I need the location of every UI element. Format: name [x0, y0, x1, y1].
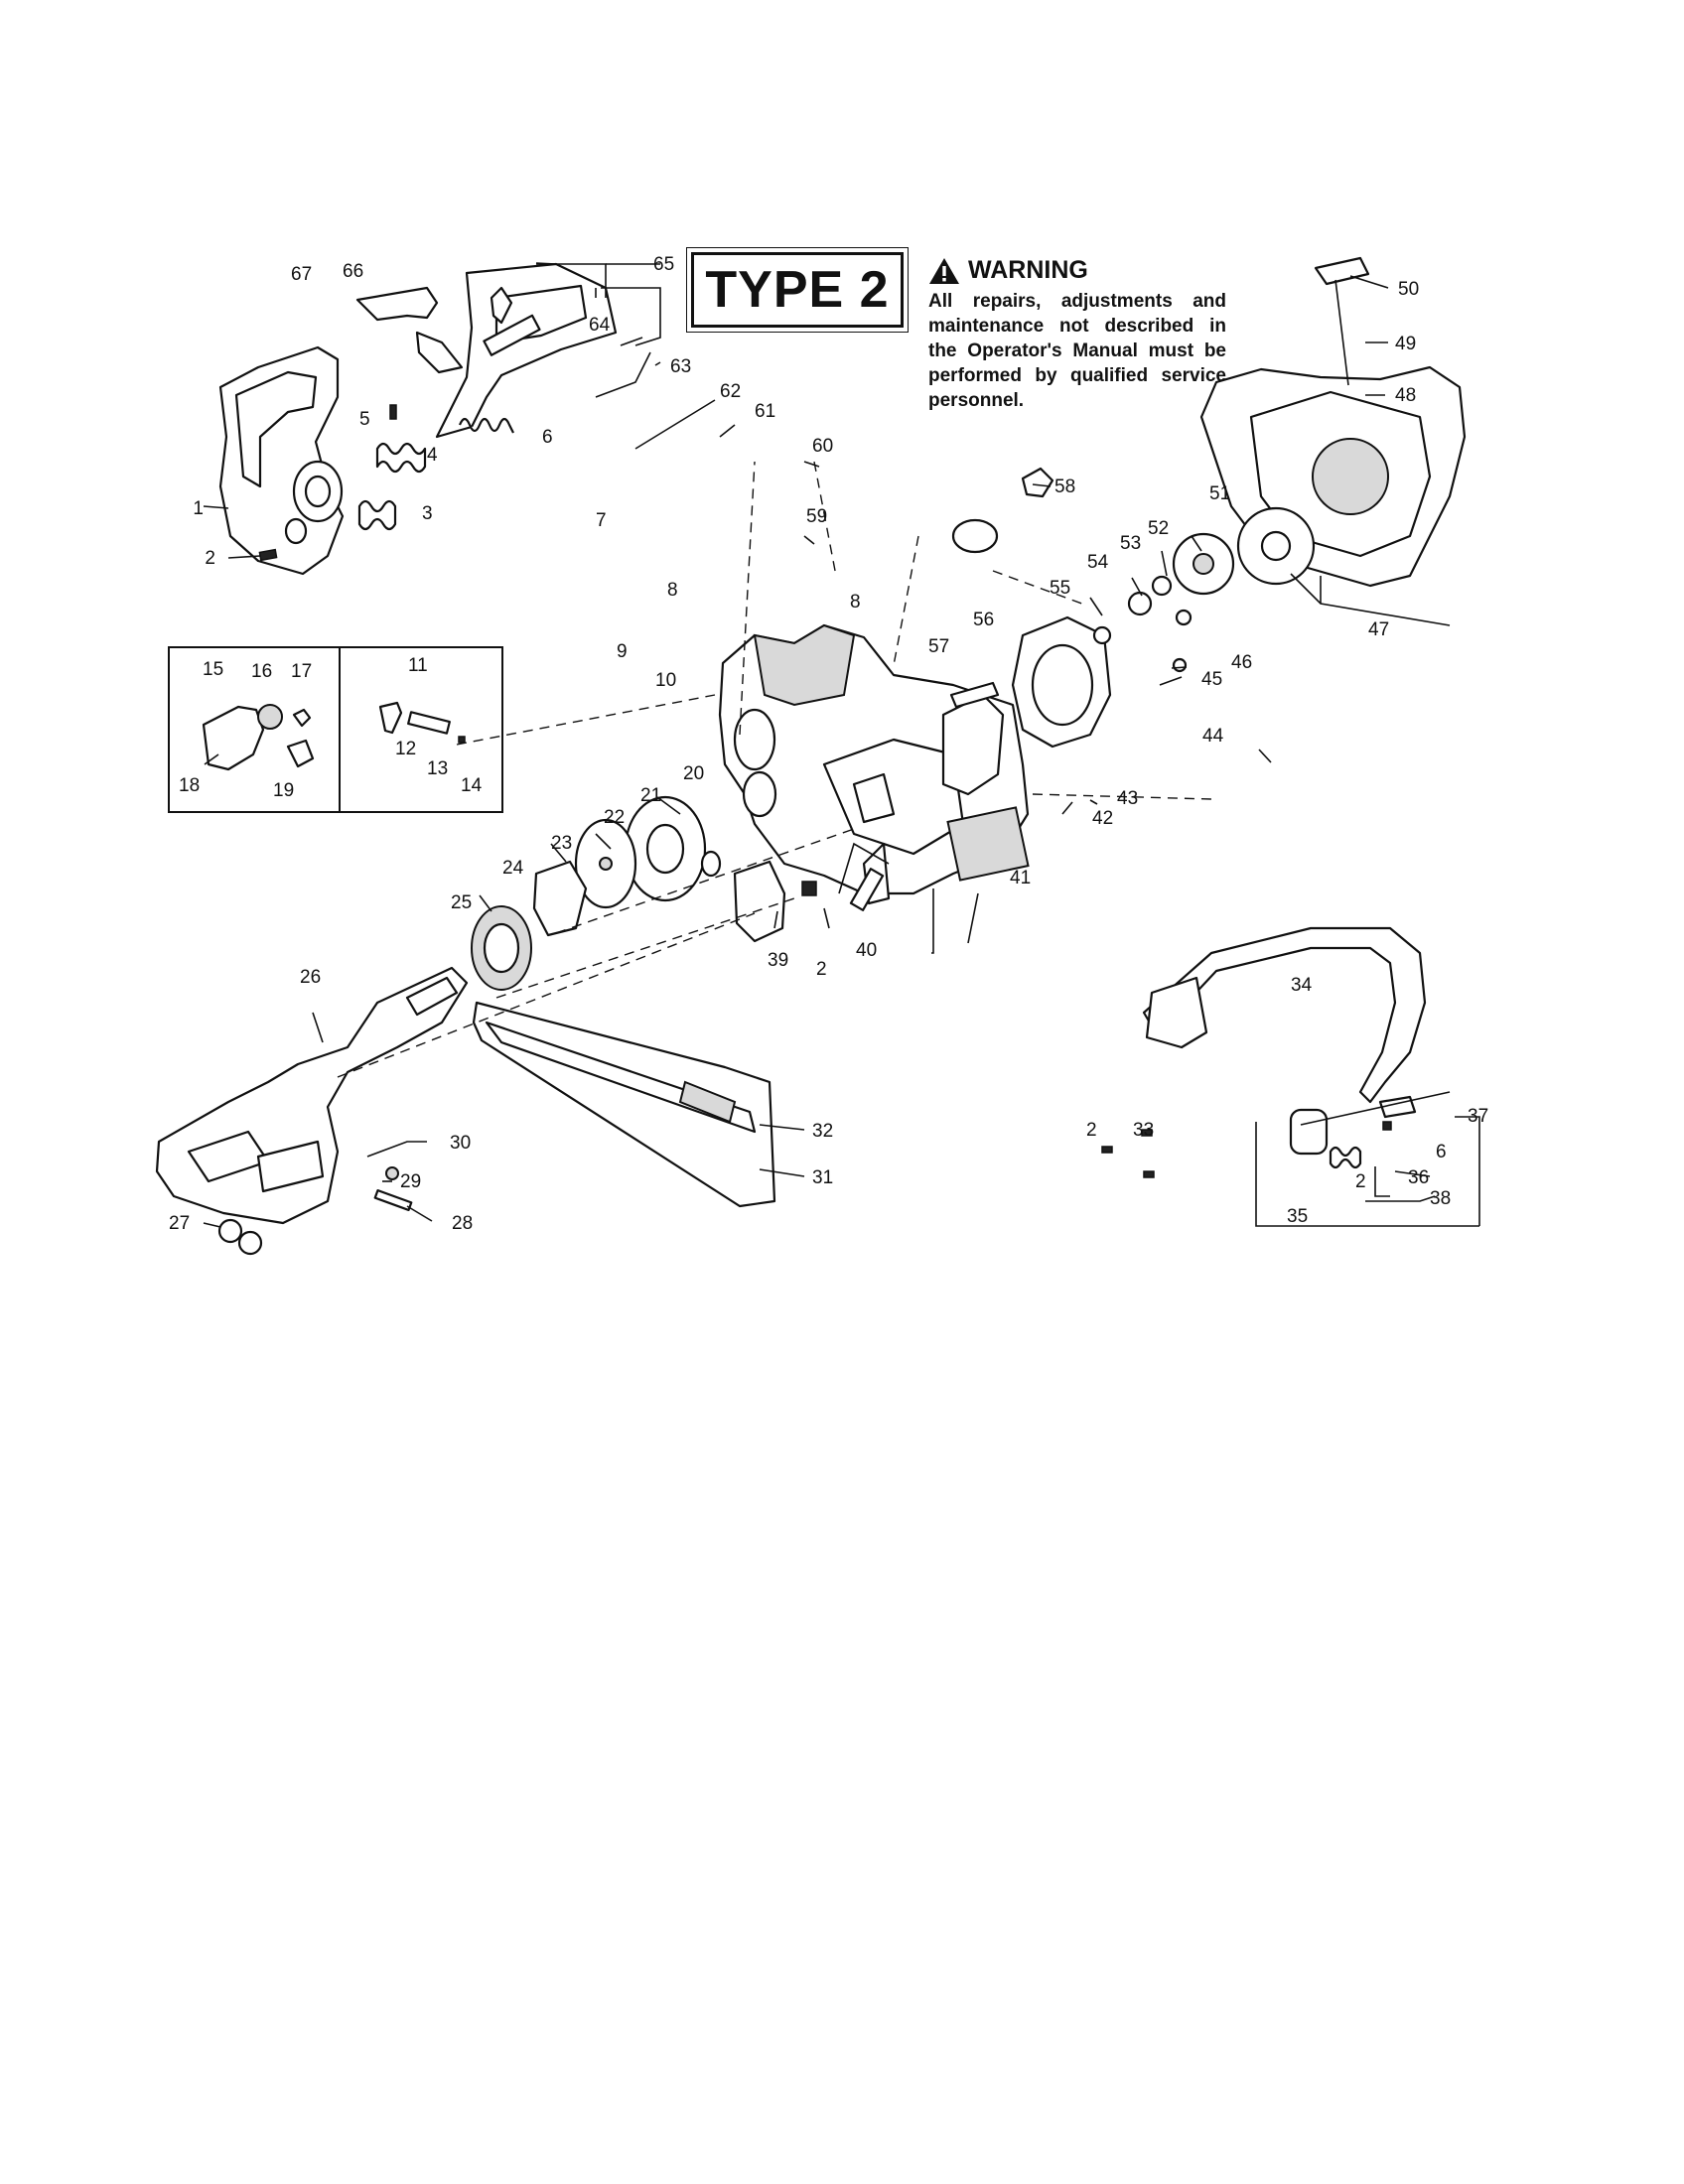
callout-64: 64 [589, 315, 611, 336]
callout-8b: 8 [850, 592, 861, 613]
callout-55: 55 [1050, 578, 1070, 599]
callout-17: 17 [291, 661, 312, 682]
crankcase-assembly [718, 623, 1030, 905]
callout-2: 2 [205, 548, 215, 569]
callout-24: 24 [502, 858, 524, 879]
callout-5: 5 [359, 409, 370, 430]
vibration-springs [258, 404, 514, 562]
front-handle-bar [1101, 926, 1479, 1227]
callout-60: 60 [812, 436, 833, 457]
callout-10: 10 [655, 670, 676, 691]
assembly-guide-lines [337, 461, 1212, 1078]
flywheel-assembly [949, 256, 1467, 749]
callout-2b: 2 [816, 959, 827, 980]
callout-19: 19 [273, 780, 294, 801]
callout-35: 35 [1287, 1206, 1308, 1227]
warning-title: WARNING [968, 256, 1088, 284]
callout-38: 38 [1430, 1188, 1451, 1209]
callout-62: 62 [720, 381, 741, 402]
callout-41: 41 [1010, 868, 1031, 888]
callout-52: 52 [1148, 518, 1169, 539]
callout-46: 46 [1231, 652, 1252, 673]
callout-67: 67 [291, 264, 312, 285]
callout-15: 15 [203, 659, 223, 680]
callout-30: 30 [450, 1133, 471, 1154]
callout-18: 18 [179, 775, 200, 796]
callout-27: 27 [169, 1213, 190, 1234]
callout-labels: 1 2 3 4 5 6 7 8 8 9 10 11 12 13 14 15 16… [169, 254, 1488, 1234]
warning-text: All repairs, adjustments and maintenance… [928, 291, 1226, 411]
callout-7: 7 [596, 510, 607, 531]
callout-25: 25 [451, 892, 472, 913]
callout-36: 36 [1408, 1167, 1429, 1188]
callout-39: 39 [768, 950, 788, 971]
callout-33: 33 [1133, 1120, 1154, 1141]
callout-32: 32 [812, 1121, 833, 1142]
callout-22: 22 [604, 807, 625, 828]
callout-44: 44 [1202, 726, 1224, 747]
callout-37: 37 [1468, 1106, 1488, 1127]
warning-triangle-icon [929, 257, 959, 284]
callout-50: 50 [1398, 279, 1419, 300]
callout-leaders [203, 262, 1480, 1228]
callout-2c: 2 [1086, 1120, 1097, 1141]
callout-40: 40 [856, 940, 877, 961]
callout-11: 11 [408, 655, 428, 676]
callout-12: 12 [395, 739, 416, 759]
callout-3: 3 [422, 503, 433, 524]
callout-66: 66 [343, 261, 363, 282]
callout-21: 21 [640, 785, 661, 806]
callout-20: 20 [683, 763, 704, 784]
callout-48: 48 [1395, 385, 1416, 406]
callout-65: 65 [653, 254, 674, 275]
callout-4: 4 [427, 445, 438, 466]
callout-61: 61 [755, 401, 775, 422]
warning-header: WARNING [928, 256, 1226, 285]
callout-63: 63 [670, 356, 691, 377]
callout-51: 51 [1209, 483, 1230, 504]
callout-6: 6 [542, 427, 553, 448]
rear-handle-assembly [355, 262, 618, 439]
callout-57: 57 [928, 636, 949, 657]
callout-31: 31 [812, 1167, 833, 1188]
callout-28: 28 [452, 1213, 473, 1234]
callout-59: 59 [806, 506, 827, 527]
callout-9: 9 [617, 641, 628, 662]
callout-56: 56 [973, 610, 994, 630]
callout-29: 29 [400, 1171, 421, 1192]
callout-1: 1 [193, 498, 204, 519]
front-handle-housing [218, 345, 345, 576]
callout-42: 42 [1092, 808, 1113, 829]
callout-26: 26 [300, 967, 321, 988]
callout-49: 49 [1395, 334, 1416, 354]
callout-2d: 2 [1355, 1171, 1366, 1192]
callout-16: 16 [251, 661, 272, 682]
inset-panels [168, 646, 503, 813]
warning-notice: WARNING All repairs, adjustments and mai… [928, 256, 1226, 413]
callout-53: 53 [1120, 533, 1141, 554]
clutch-cover-and-bar [155, 966, 776, 1256]
callout-47: 47 [1368, 619, 1389, 640]
callout-34: 34 [1291, 975, 1313, 996]
callout-43: 43 [1117, 788, 1138, 809]
type-label: TYPE 2 [686, 247, 909, 333]
callout-14: 14 [461, 775, 483, 796]
callout-8: 8 [667, 580, 678, 601]
callout-58: 58 [1054, 477, 1075, 497]
callout-13: 13 [427, 758, 448, 779]
clutch-sprocket-parts [471, 795, 885, 991]
callout-45: 45 [1201, 669, 1222, 690]
callout-54: 54 [1087, 552, 1109, 573]
callout-6b: 6 [1436, 1142, 1447, 1162]
callout-23: 23 [551, 833, 572, 854]
